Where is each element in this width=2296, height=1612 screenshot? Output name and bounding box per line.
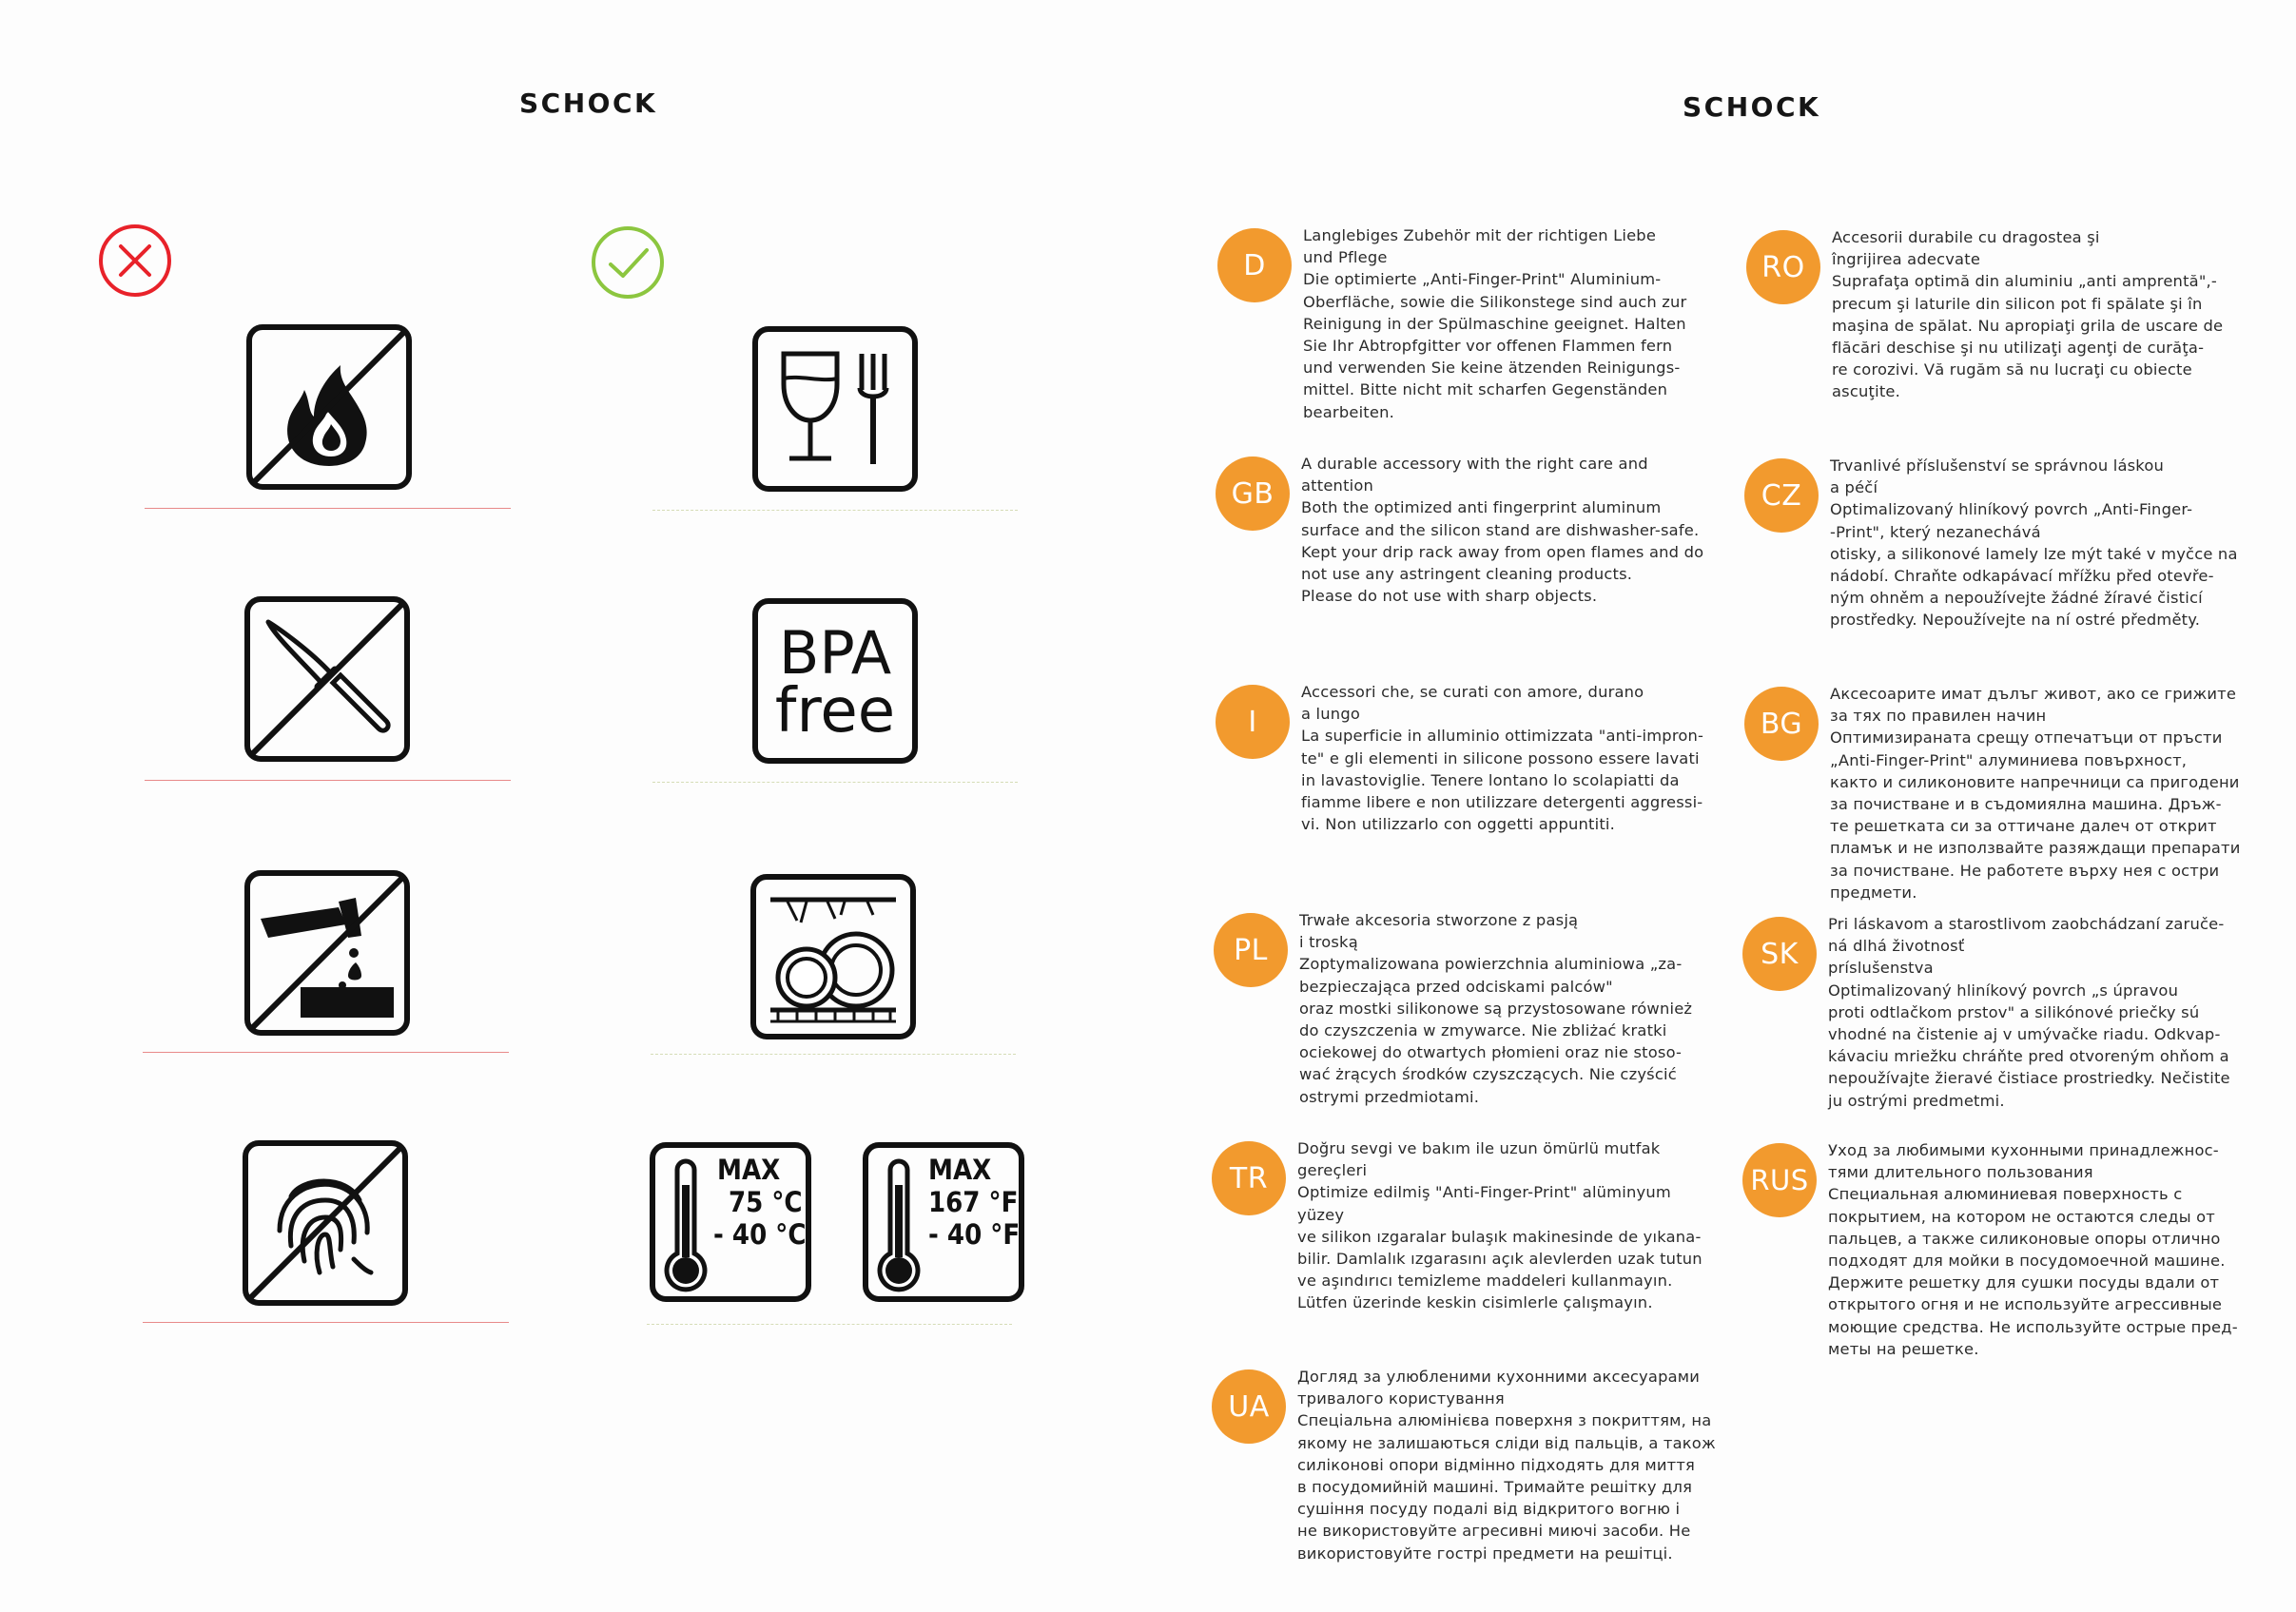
language-text: Langlebiges Zubehör mit der richtigen Li… bbox=[1303, 226, 1687, 421]
temp-min-fahrenheit: - 40 °F bbox=[928, 1218, 1021, 1251]
language-text: Trvanlivé příslušenství se správnou lásk… bbox=[1830, 456, 2238, 630]
food-safe-glass-fork-icon bbox=[751, 325, 919, 493]
no-open-flame-icon bbox=[245, 323, 413, 491]
brand-logo-left: SCHOCK bbox=[519, 87, 658, 119]
no-fingerprint-icon bbox=[242, 1139, 409, 1307]
free-label: free bbox=[774, 676, 896, 747]
divider-line bbox=[143, 1322, 509, 1323]
language-text: Accessori che, se curati con amore, dura… bbox=[1301, 683, 1704, 834]
language-badge: SK bbox=[1742, 917, 1817, 991]
language-badge: PL bbox=[1214, 913, 1288, 987]
temp-min-celsius: - 40 °C bbox=[713, 1218, 807, 1251]
language-badge: GB bbox=[1216, 456, 1290, 531]
language-text: Догляд за улюбленими кухонними аксесуара… bbox=[1297, 1368, 1716, 1563]
bpa-free-icon: BPA free bbox=[751, 597, 919, 765]
divider-line bbox=[145, 508, 511, 509]
temperature-fahrenheit-icon: MAX 167 °F - 40 °F bbox=[862, 1141, 1025, 1303]
temp-max-label-fahrenheit: MAX bbox=[928, 1154, 992, 1186]
no-sharp-knife-icon bbox=[243, 595, 411, 763]
divider-line bbox=[652, 510, 1018, 511]
language-badge: CZ bbox=[1744, 458, 1819, 533]
divider-line bbox=[652, 782, 1018, 783]
no-corrosive-cleaner-icon bbox=[243, 869, 411, 1037]
x-circle-icon bbox=[97, 223, 173, 299]
language-text: Уход за любимыми кухонными принадлежнос-… bbox=[1828, 1141, 2238, 1358]
divider-line bbox=[145, 780, 511, 781]
language-badge: RUS bbox=[1742, 1143, 1817, 1217]
temperature-celsius-icon: MAX 75 °C - 40 °C bbox=[649, 1141, 812, 1303]
temp-max-celsius: 75 °C bbox=[729, 1186, 803, 1218]
language-text: Doğru sevgi ve bakım ile uzun ömürlü mut… bbox=[1297, 1139, 1703, 1312]
language-text: Pri láskavom a starostlivom zaobchádzaní… bbox=[1828, 915, 2230, 1110]
language-text: Аксесоарите имат дълъг живот, ако се гри… bbox=[1830, 685, 2241, 902]
brand-logo-right: SCHOCK bbox=[1683, 91, 1821, 123]
temp-max-label-celsius: MAX bbox=[717, 1154, 781, 1186]
language-text: A durable accessory with the right care … bbox=[1301, 455, 1704, 606]
language-badge: D bbox=[1217, 228, 1292, 302]
divider-line bbox=[143, 1052, 509, 1053]
divider-line bbox=[647, 1324, 1012, 1325]
language-badge: BG bbox=[1744, 687, 1819, 761]
check-circle-icon bbox=[590, 224, 666, 301]
language-badge: TR bbox=[1212, 1141, 1286, 1215]
language-badge: UA bbox=[1212, 1369, 1286, 1444]
language-badge: I bbox=[1216, 685, 1290, 759]
temp-max-fahrenheit: 167 °F bbox=[928, 1186, 1019, 1218]
bpa-label: BPA bbox=[778, 618, 892, 688]
dishwasher-safe-icon bbox=[749, 873, 917, 1040]
divider-line bbox=[651, 1054, 1016, 1055]
language-badge: RO bbox=[1746, 230, 1820, 304]
